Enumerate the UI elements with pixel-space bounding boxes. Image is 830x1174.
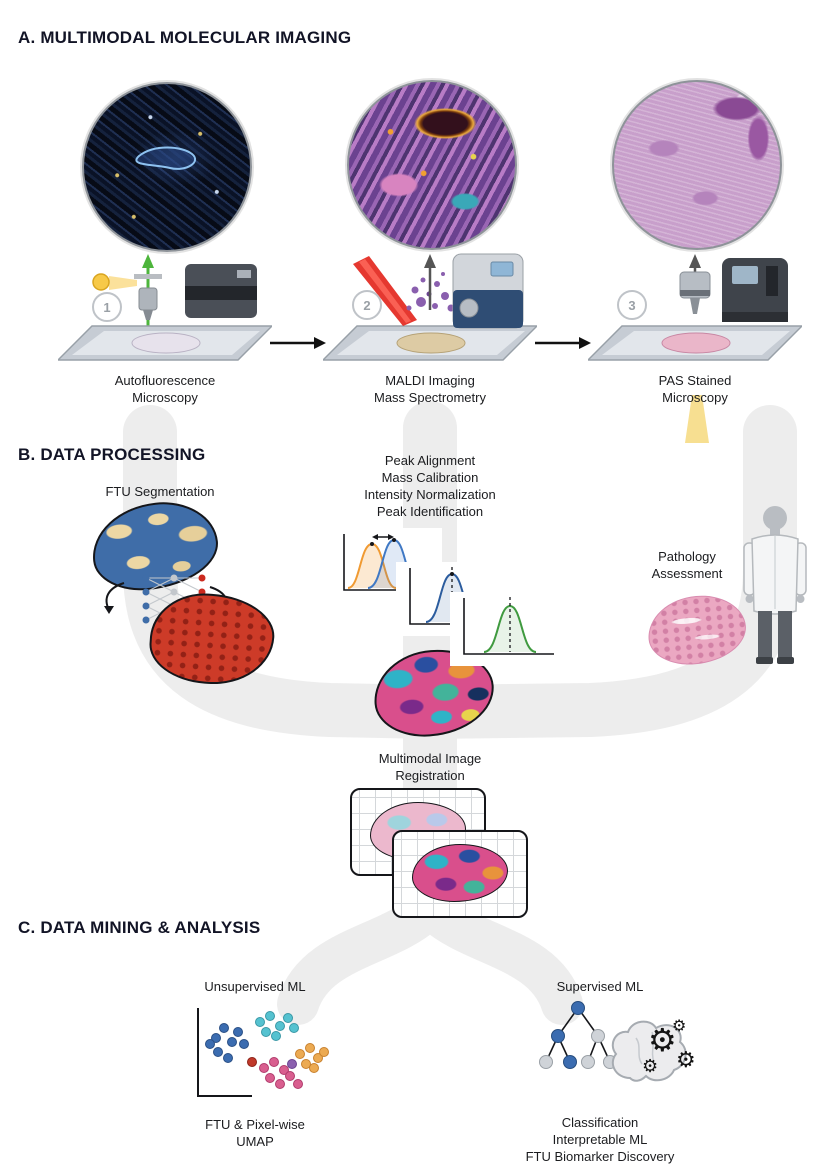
station-1-label: Autofluorescence Microscopy: [114, 373, 216, 405]
pathologist-icon: [743, 506, 807, 664]
tissue-section: [131, 332, 201, 354]
pas-micrograph: [612, 80, 782, 250]
slide-stage-icon: [588, 325, 802, 361]
autofluorescence-structure-icon: [135, 146, 197, 170]
station-3-label: PAS Stained Microscopy: [658, 373, 732, 405]
brain-gears-icon: ⚙ ⚙ ⚙ ⚙: [596, 1006, 708, 1102]
step-number: 3: [628, 297, 636, 313]
step-number: 2: [363, 297, 371, 313]
autofluorescence-micrograph: [82, 82, 252, 252]
decision-tree-icon: [539, 1001, 617, 1069]
brain-outline-icon: [611, 1020, 687, 1082]
umap-scatter-plot-icon: [197, 1008, 329, 1097]
registration-card-front: [392, 830, 528, 918]
step-badge-1: 1: [92, 292, 122, 322]
light-cone-icon: [109, 276, 137, 290]
curved-arrow-icon: [104, 582, 125, 614]
section-c-title: C. DATA MINING & ANALYSIS: [18, 918, 261, 937]
light-beam-down-icon: [685, 395, 709, 443]
slide-scanner-icon: [679, 254, 788, 322]
registered-tissue-blob: [412, 844, 508, 902]
gear-icon: ⚙: [676, 1048, 696, 1073]
supervised-caption: Classification Interpretable ML FTU Biom…: [525, 1115, 675, 1164]
unsupervised-ml-title: Unsupervised ML: [204, 979, 306, 994]
step-badge-3: 3: [617, 290, 647, 320]
lamp-icon: [92, 273, 110, 291]
beam-splitter-icon: [134, 274, 162, 279]
objective-icon: [138, 287, 158, 311]
maldi-micrograph: [347, 80, 517, 250]
gear-icon: ⚙: [648, 1021, 677, 1059]
maldi-mass-spectrometer-icon: [353, 253, 524, 329]
step-number: 1: [103, 299, 111, 315]
ftu-segmentation-label: FTU Segmentation: [105, 484, 215, 499]
tissue-section: [396, 332, 466, 354]
slide-stage-icon: [58, 325, 272, 361]
station-2-label: MALDI Imaging Mass Spectrometry: [374, 373, 486, 405]
gear-icon: ⚙: [672, 1016, 687, 1035]
arrow-right-icon: [270, 337, 326, 349]
registration-label: Multimodal Image Registration: [378, 751, 482, 783]
autofluorescence-microscope-icon: [92, 254, 257, 330]
peak-processing-steps: Peak Alignment Mass Calibration Intensit…: [330, 452, 530, 520]
tissue-section: [661, 332, 731, 354]
peak-step: Peak Identification: [376, 504, 484, 519]
supervised-ml-title: Supervised ML: [556, 979, 644, 994]
arrow-right-icon: [535, 337, 591, 349]
gear-icon: ⚙: [642, 1056, 659, 1077]
spectrum-identification-plot: [450, 592, 562, 666]
peak-step: Peak Alignment: [384, 453, 476, 468]
section-b-title: B. DATA PROCESSING: [18, 445, 206, 464]
unsupervised-caption: FTU & Pixel-wise UMAP: [205, 1117, 305, 1149]
step-badge-2: 2: [352, 290, 382, 320]
section-a-title: A. MULTIMODAL MOLECULAR IMAGING: [18, 28, 352, 47]
peak-step: Intensity Normalization: [364, 487, 496, 502]
pathology-assessment-label: Pathology Assessment: [651, 549, 723, 581]
peak-step: Mass Calibration: [381, 470, 479, 485]
